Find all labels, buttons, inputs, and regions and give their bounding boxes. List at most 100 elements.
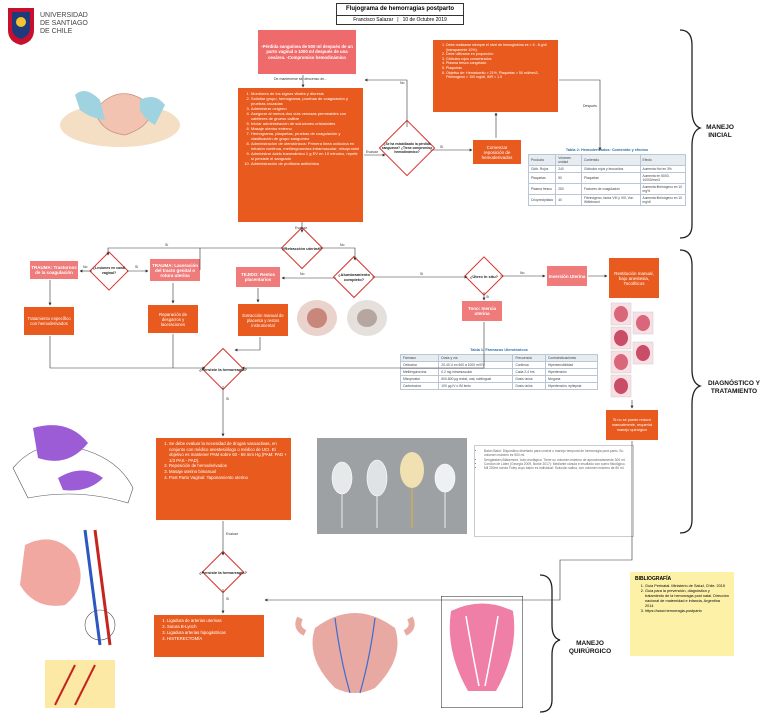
table-cell: Factores de coagulación [581,183,641,195]
no-resuelve-box: Si no se puede reducir manualmente, requ… [606,410,658,440]
arrow-label-si-1: Sí [440,145,443,149]
restitucion-box: Restitución manual, bajo anestesia, Toco… [609,258,659,298]
arrow-label-si-7: Sí [226,597,229,601]
quirurgico-item: Ligadura de arterias uterinas [167,618,261,624]
trauma-coagulation-box: TRAUMA: Trastornos de la coagulación [30,261,78,279]
tratamiento-coag-text: Tratamiento específico con hemoderivados [27,316,71,326]
table-header-cell: Fármaco [399,354,440,362]
table-cell: 0.2 mg intramuscular [438,368,514,376]
manejo-item: Post Parto Vaginal: Taponamiento uterino [169,475,288,481]
reposition-item: Debe realizarse siempre el nivel de hemo… [446,43,555,52]
initial-step-item: Administración de profilaxis antibiótica [251,161,360,166]
initial-step-item: Asegurar al menos dos vías venosas perme… [251,111,360,121]
reposition-item: Plasma fresco congelado [446,61,555,66]
balloon-note-item: Balón Bakri: Dispositivo diseñado para c… [484,449,630,458]
restitucion-text: Restitución manual, bajo anestesia, Toco… [614,270,654,286]
date-text: 10 de Octubre 2019 [402,17,447,23]
bibliography-box: BIBLIOGRAFÍA Guía Perinatal. Ministerio … [630,572,734,656]
initial-steps-list: Monitoreo de los signos vitales y diures… [241,91,360,166]
uterus-sutured-photo [441,596,523,708]
table-cell: Aumenta fibrinógeno en 10 mg/dl [639,194,686,206]
bibliography-list: Guía Perinatal. Ministerio de Salud, Chi… [635,584,729,614]
uterotonicos-table-title: Tabla 1: Fármacos Uterotónicos [470,348,528,352]
bimanual-massage-illustration [12,425,134,504]
university-line-2: DE SANTIAGO [40,20,88,27]
decision-canal: ¿Lesiones en canal vaginal? [92,266,126,275]
table-cell: Metilergonovina [399,368,440,376]
table-cell: Glób. Rojos [527,165,557,173]
inversion-text: Inversión Uterina [548,273,586,279]
university-logo: UNIVERSIDAD DE SANTIAGO DE CHILE [6,6,101,46]
tejido-text: TEJIDO: Restos placentarios [240,272,275,282]
reposition-item: Debe utilizarse en proporción: [446,52,555,57]
uterine-massage-illustration [60,91,180,147]
hemoderivados-table-title: Tabla 2: Hemoderivados: Contenido y efec… [565,148,649,152]
tejido-box: TEJIDO: Restos placentarios [236,267,280,287]
uterine-vessels-illustration [20,529,116,708]
arrow-label-no-2: No [340,243,345,247]
table-cell: Hipertensión, epilepsia [545,382,598,390]
table-cell: Dosis única [512,382,547,390]
decision-retraccion: ¿Retracción uterina? [281,245,322,251]
table-cell: Continua [512,361,547,369]
decision-compromiso: ¿Se ha estabilizado la pérdida sanguínea… [381,142,433,154]
quirurgico-list: Ligadura de arterias uterinasSutura B-Ly… [157,618,261,642]
trauma-laceration-box: TRAUMA: Laceración del tracto genital o … [150,259,200,281]
table-cell: 250 [555,183,583,195]
manejo-item: Masaje uterino bimanual [169,469,288,475]
university-line-3: DE CHILE [40,28,73,35]
table-cell: Misoprostol [399,375,440,383]
trauma-laceration-text: TRAUMA: Laceración del tracto genital o … [151,262,198,278]
section-label-quirurgico: MANEJO QUIRÚRGICO [568,640,612,655]
tono-text: Tono: Inercia uterina [468,306,496,316]
table-cell: Oxitocina [399,361,440,369]
section-brackets [679,29,702,534]
table-header-cell: Frecuencia [512,354,547,362]
arrow-label-evaluar: Evaluar [366,150,379,154]
balloon-note-item: Mil 250ml sonda Foley cuyo balón es indi… [484,466,630,470]
university-line-1: UNIVERSIDAD [40,12,88,19]
manejo-hemorragia-box: Se debe evaluar la necesidad de drogas v… [156,438,291,520]
initial-step-item: Administrar ácido tranexámico 1 g EV en … [251,151,360,161]
table-cell: Aumenta fibrinógeno en 10 mg% [639,183,686,195]
table-cell: 600-800 µg rectal, oral, sublingual [438,375,514,383]
bibliography-title: BIBLIOGRAFÍA [635,576,672,582]
table-cell: Cada 2-4 hrs [512,368,547,376]
extraccion-box: Extracción manual de placenta y restos i… [238,304,288,336]
manejo-hemorragia-list: Se debe evaluar la necesidad de drogas v… [159,441,288,480]
table-header-cell: Efecto [639,154,686,166]
quirurgico-box: Ligadura de arterias uterinasSutura B-Ly… [154,615,264,657]
balloon-notes-list: Balón Bakri: Dispositivo diseñado para c… [478,449,630,470]
arrow-label-si-6: Sí [226,397,229,401]
manejo-item: Se debe evaluar la necesidad de drogas v… [169,441,288,463]
no-resuelve-text: Si no se puede reducir manualmente, requ… [611,417,653,432]
initial-step-item: Hemograma, plaquetas, pruebas de coagula… [251,131,360,141]
extraccion-text: Extracción manual de placenta y restos i… [242,312,284,328]
initial-step-item: Iniciar administración de soluciones cri… [251,121,360,126]
arrow-label-no-1: No [400,81,405,85]
reparacion-box: Reparación de desgarros y laceraciones [148,305,198,333]
arrow-label-no-3: No [300,272,305,276]
table-cell: Glóbulos rojos y leucocitos [581,165,641,173]
reposition-details-list: Debe realizarse siempre el nivel de hemo… [436,43,555,80]
decision-alumbramiento: ¿Alumbramiento completo? [338,272,370,282]
table-cell: Carbetocina [399,382,440,390]
table-cell: Plaquetas [581,172,641,184]
initial-step-item: Solicitar grupo, hemograma, pruebas de c… [251,96,360,106]
tratamiento-coag-box: Tratamiento específico con hemoderivados [24,307,74,335]
arrow-label-si-4: Sí [486,295,489,299]
reparacion-text: Reparación de desgarros y laceraciones [159,311,187,327]
decision-persiste1: ¿Persiste la hemorragia? [199,366,247,372]
table-cell: Hipertensión [545,368,598,376]
table-cell: Ninguna [545,375,598,383]
reposition-item: Plaquetas [446,66,555,71]
table-header-cell: Volumen unidad [555,154,583,166]
arrow-label-no-4: No [520,271,525,275]
section-label-diagnostico: DIAGNÓSTICO Y TRATAMIENTO [708,380,760,395]
bibliography-item: Guía para la prevención, diagnóstico y t… [645,589,729,609]
